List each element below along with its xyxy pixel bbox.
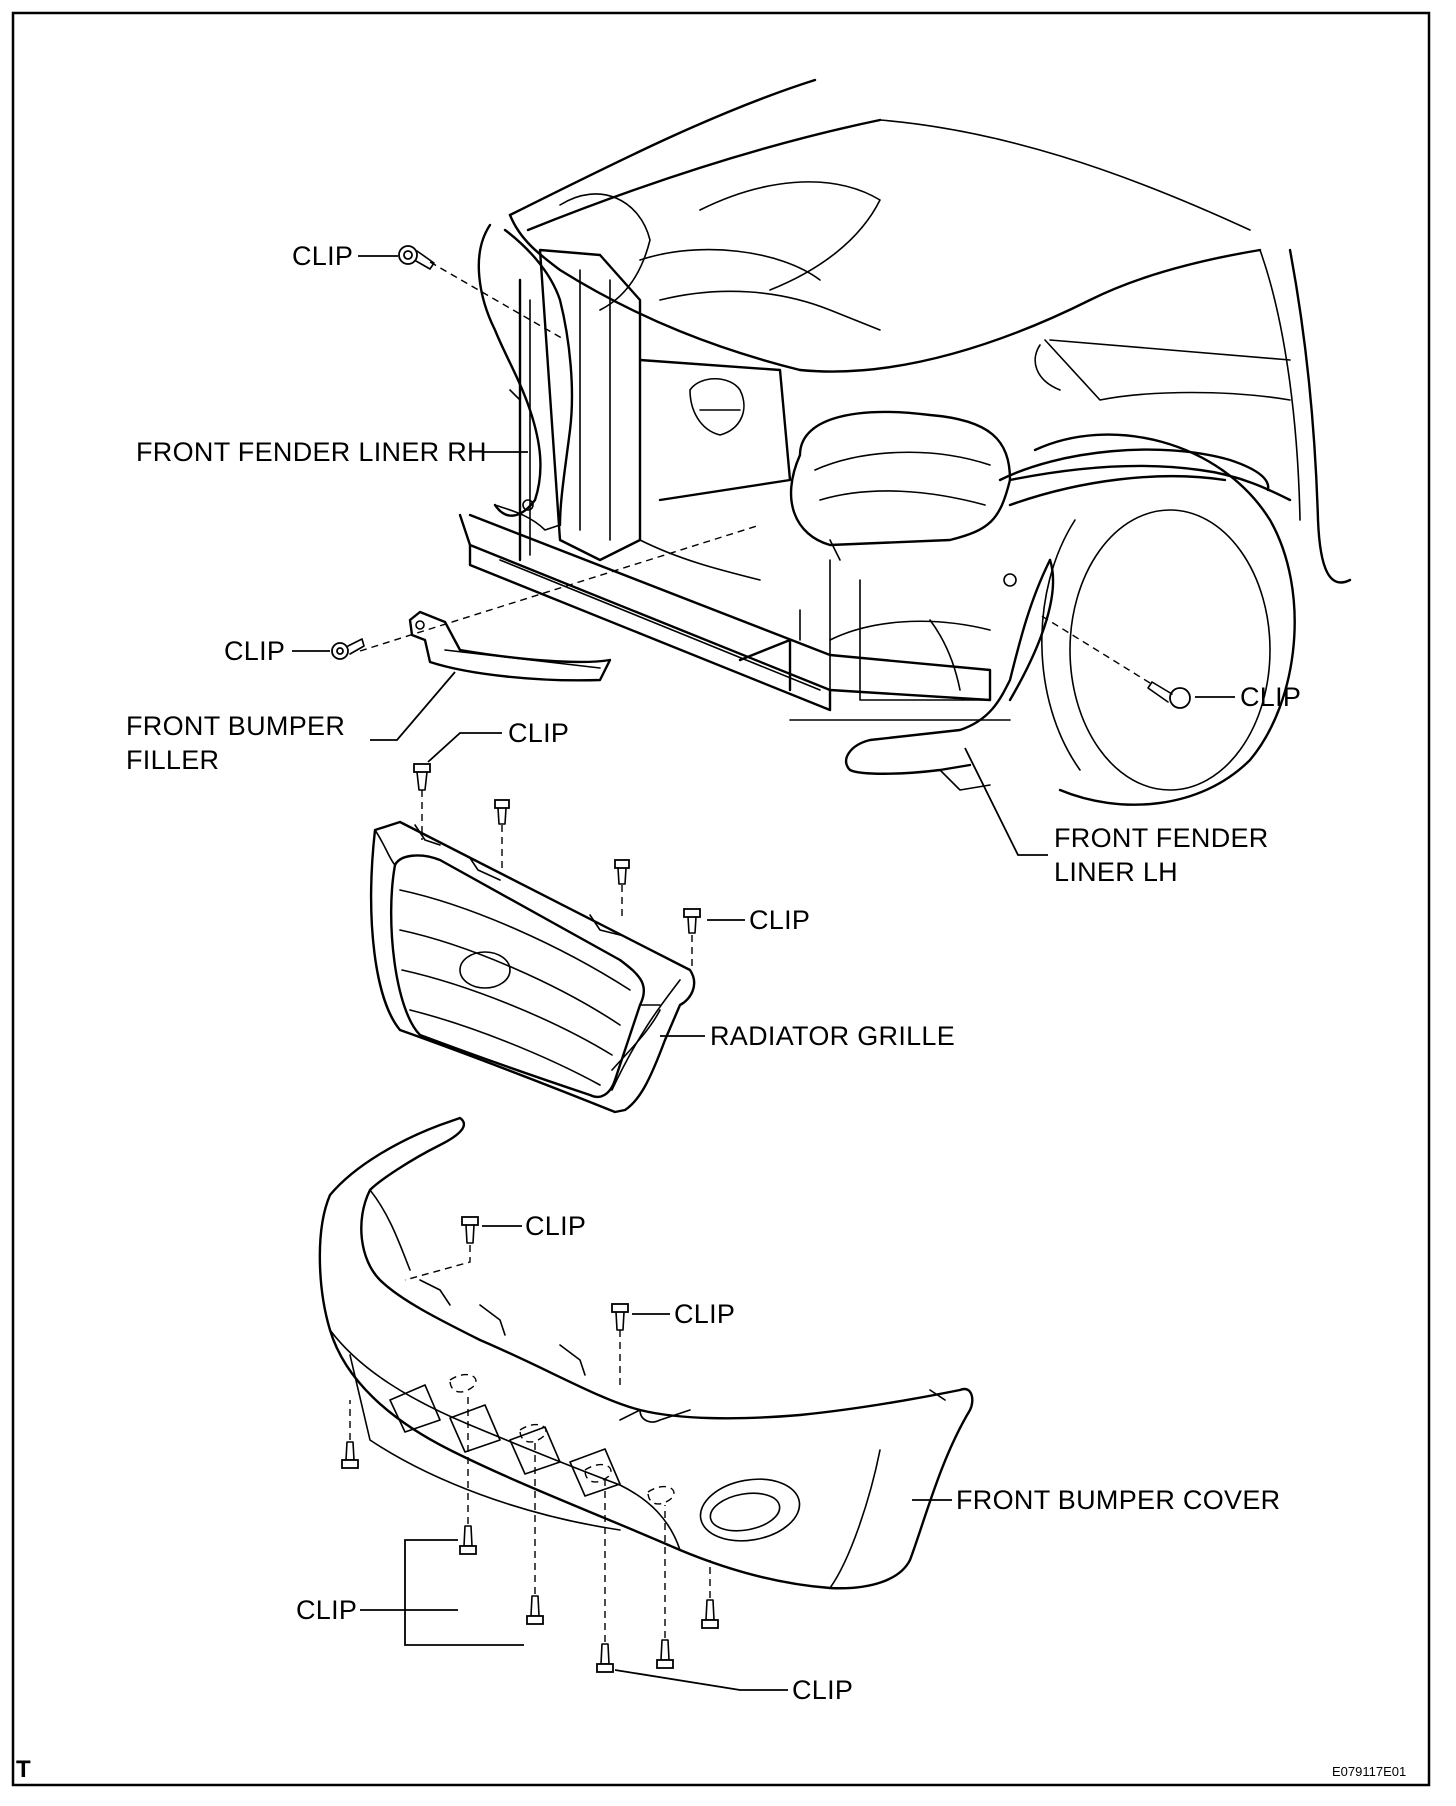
clip-icon	[459, 1525, 477, 1555]
label-front-bumper-filler-line1: FRONT BUMPER	[126, 711, 346, 741]
leader-lines	[292, 255, 1235, 1691]
vehicle-body	[458, 78, 1352, 721]
label-front-bumper-cover: FRONT BUMPER COVER	[956, 1485, 1281, 1515]
label-clip-bumper-lower-left: CLIP	[296, 1595, 358, 1625]
label-front-fender-liner-rh: FRONT FENDER LINER RH	[136, 437, 487, 467]
figure-code: E079117E01	[1332, 1764, 1407, 1779]
front-fender-liner-rh	[477, 223, 574, 531]
clip-icon	[611, 1303, 629, 1331]
radiator-grille	[369, 820, 696, 1114]
front-bumper-cover	[318, 1116, 974, 1590]
clip-icon	[331, 638, 365, 660]
page-border	[11, 11, 1431, 1787]
label-clip-grille-right: CLIP	[749, 905, 811, 935]
label-clip-bumper-mid: CLIP	[674, 1299, 736, 1329]
clip-icon	[614, 859, 630, 885]
label-front-fender-liner-lh-line1: FRONT FENDER	[1054, 823, 1269, 853]
label-clip-bumper-lower-right: CLIP	[792, 1675, 854, 1705]
label-clip-filler: CLIP	[224, 636, 286, 666]
label-front-fender-liner-lh-line2: LINER LH	[1054, 857, 1178, 887]
label-clip-bumper-upper: CLIP	[525, 1211, 587, 1241]
clip-icon	[1147, 681, 1191, 709]
clip-icon	[526, 1595, 544, 1625]
clip-icon	[596, 1643, 614, 1673]
label-clip-grille-top: CLIP	[508, 718, 570, 748]
install-dashed-lines	[349, 261, 1151, 1642]
front-fender-liner-lh	[844, 433, 1296, 806]
label-radiator-grille: RADIATOR GRILLE	[710, 1021, 956, 1051]
front-bumper-filler	[408, 610, 612, 682]
label-front-bumper-filler-line2: FILLER	[126, 745, 220, 775]
corner-mark: T	[16, 1756, 31, 1783]
clip-icon	[494, 799, 510, 825]
clip-icon	[413, 763, 431, 791]
clip-icon	[461, 1216, 479, 1244]
clip-icon	[341, 1441, 359, 1469]
clip-icon	[398, 245, 435, 270]
clip-icon	[683, 908, 701, 934]
clip-icon	[701, 1599, 719, 1629]
clip-icon	[656, 1639, 674, 1669]
label-clip-top: CLIP	[292, 241, 354, 271]
label-clip-fender-lh: CLIP	[1240, 682, 1302, 712]
